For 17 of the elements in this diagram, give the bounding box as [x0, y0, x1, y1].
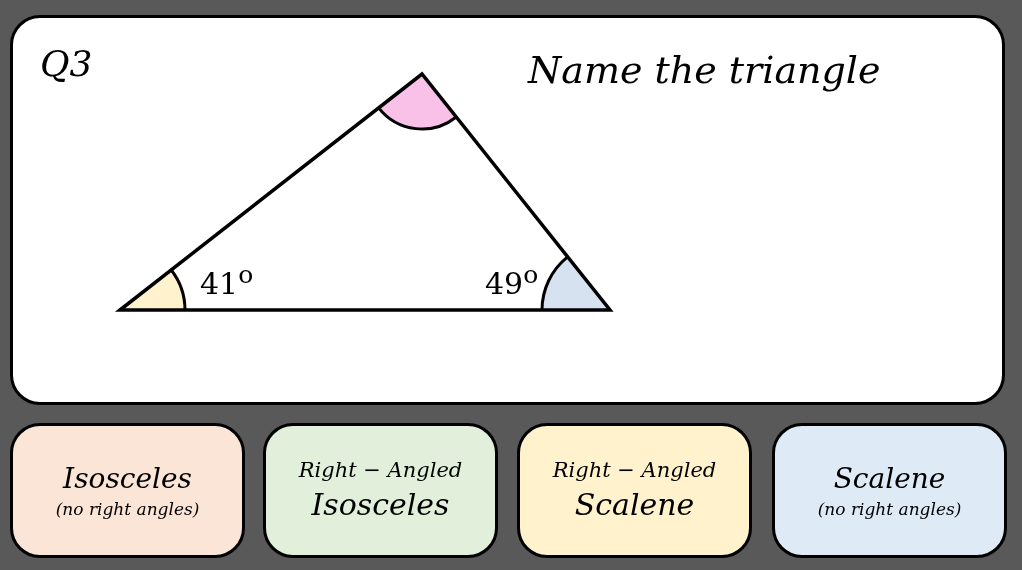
option-title: Isosceles	[63, 461, 192, 498]
option-title: Scalene	[574, 485, 695, 524]
answer-card	[517, 423, 752, 558]
answer-card	[772, 423, 1007, 558]
option-note: (no right angles)	[817, 497, 962, 520]
option-title: Scalene	[833, 461, 946, 498]
question-heading: Name the triangle	[528, 48, 881, 92]
angle-label: 41$^{o}$	[200, 260, 254, 301]
angle-label: 49$^{o}$	[485, 260, 539, 301]
option-note: (no right angles)	[55, 497, 200, 520]
answer-card	[10, 423, 245, 558]
option-title: Isosceles	[311, 485, 450, 524]
option-subtitle: Right − Angled	[298, 457, 463, 485]
answer-card	[263, 423, 498, 558]
question-card	[10, 15, 1005, 405]
option-subtitle: Right − Angled	[552, 457, 717, 485]
question-number: Q3	[40, 43, 93, 84]
